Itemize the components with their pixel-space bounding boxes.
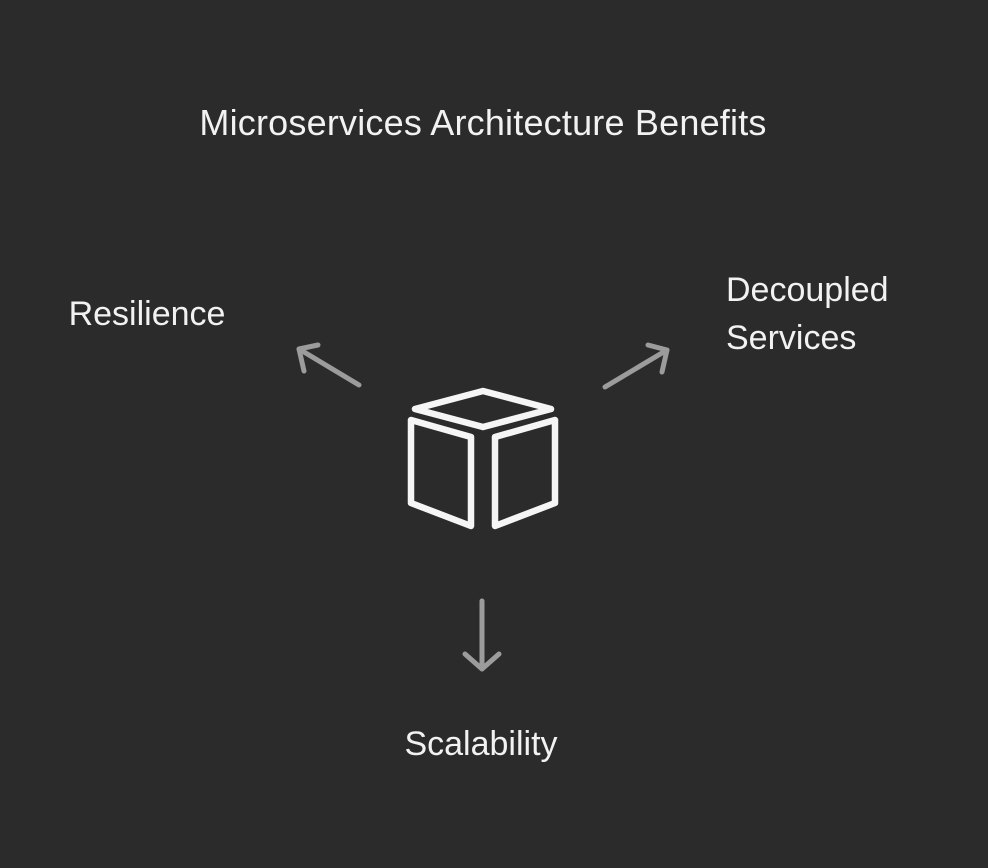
node-label-scalability: Scalability bbox=[404, 725, 558, 763]
diagram-title: Microservices Architecture Benefits bbox=[199, 102, 767, 143]
node-label-decoupled-services: Decoupled Services bbox=[726, 271, 889, 357]
node-label-resilience: Resilience bbox=[68, 295, 226, 333]
arrow-down-icon bbox=[462, 598, 502, 672]
arrow-up-right-icon bbox=[602, 342, 670, 390]
cube-icon bbox=[407, 387, 559, 530]
arrow-up-left-icon bbox=[296, 342, 362, 388]
